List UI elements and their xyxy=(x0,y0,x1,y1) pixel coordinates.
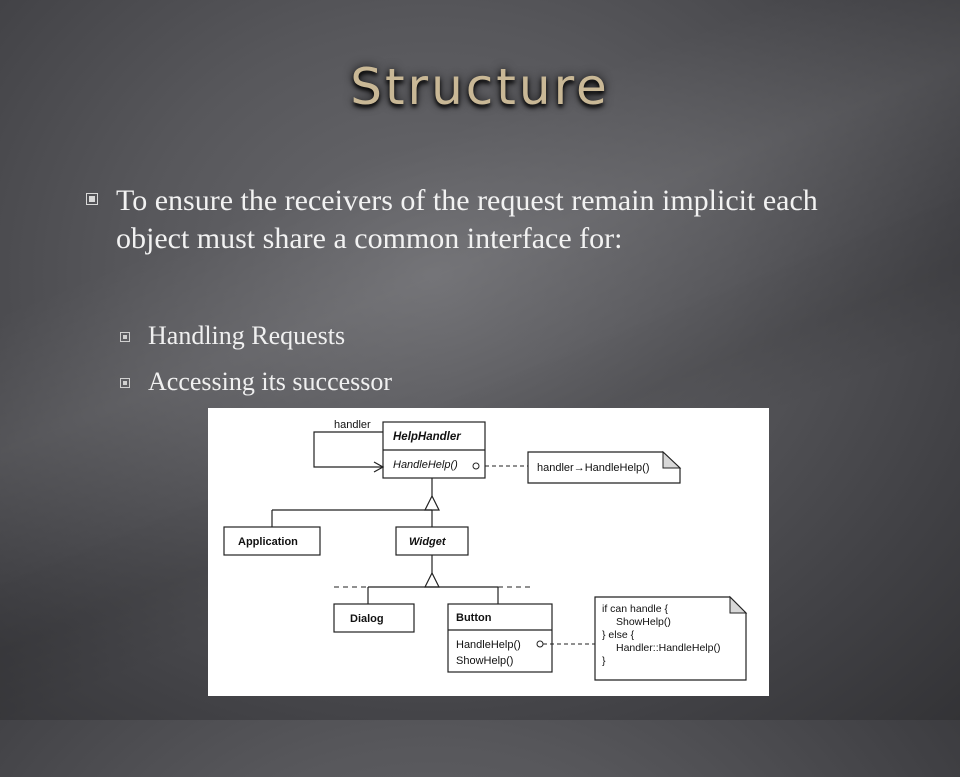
dialog-class: Dialog xyxy=(333,603,415,633)
note-anchor-icon xyxy=(536,640,544,648)
button-note-line: if can handle { xyxy=(602,603,668,615)
button-note-line: Handler::HandleHelp() xyxy=(616,642,720,654)
class-diagram: HelpHandler HandleHelp() handler handler… xyxy=(208,408,769,696)
application-name: Application xyxy=(238,536,298,548)
button-method-handlehelp: HandleHelp() xyxy=(456,639,521,651)
button-note: if can handle { ShowHelp() } else { Hand… xyxy=(594,595,748,681)
main-bullet: To ensure the receivers of the request r… xyxy=(86,182,876,258)
button-method-showhelp: ShowHelp() xyxy=(456,655,513,667)
button-name: Button xyxy=(456,612,492,624)
widget-name: Widget xyxy=(409,536,447,548)
handler-note-text: handler→HandleHelp() xyxy=(537,462,650,474)
sub-bullet-text: Handling Requests xyxy=(148,321,346,350)
helphandler-name: HelpHandler xyxy=(393,431,461,443)
button-note-line: } else { xyxy=(602,629,635,641)
note-anchor-icon xyxy=(472,462,480,470)
handler-label: handler xyxy=(334,419,371,431)
square-bullet-icon xyxy=(86,193,98,205)
helphandler-method: HandleHelp() xyxy=(393,459,458,471)
button-note-line: } xyxy=(602,655,606,667)
handler-note: handler→HandleHelp() xyxy=(527,450,682,484)
main-bullet-text: To ensure the receivers of the request r… xyxy=(116,184,818,255)
sub-bullet-successor: Accessing its successor xyxy=(120,367,392,397)
sub-bullet-handling: Handling Requests xyxy=(120,321,345,351)
sub-bullet-text: Accessing its successor xyxy=(148,367,393,396)
helphandler-class: HelpHandler HandleHelp() xyxy=(382,421,486,479)
application-class: Application xyxy=(223,526,321,556)
inheritance-helphandler xyxy=(271,478,440,527)
inheritance-widget xyxy=(334,555,530,604)
slide-title: Structure xyxy=(350,58,610,116)
handler-self-link: handler xyxy=(313,419,385,473)
button-note-line: ShowHelp() xyxy=(616,616,671,628)
button-class: Button HandleHelp() ShowHelp() xyxy=(447,603,553,673)
widget-class: Widget xyxy=(395,526,469,556)
square-bullet-icon xyxy=(120,378,130,388)
dialog-name: Dialog xyxy=(350,613,384,625)
square-bullet-icon xyxy=(120,332,130,342)
